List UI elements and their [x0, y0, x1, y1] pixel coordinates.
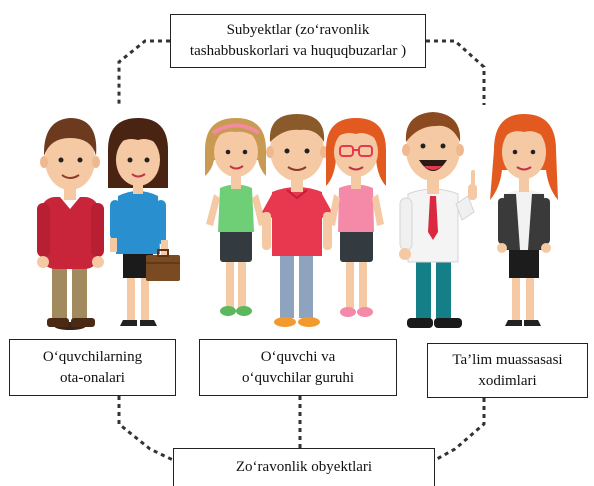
group-label-line2: ota-onalari	[60, 369, 125, 386]
group-box-staff: Ta’lim muassasasi xodimlari	[427, 343, 588, 398]
subjects-box: Subyektlar (zo‘ravonlik tashabbuskorlari…	[170, 14, 426, 68]
subjects-label-line2: tashabbuskorlari va huquqbuzarlar )	[189, 43, 407, 59]
objects-box: Zo‘ravonlik obyektlari	[173, 448, 435, 486]
connector-bottom-left	[117, 396, 174, 462]
parent-woman-figure	[108, 118, 180, 326]
dashed-connectors	[117, 39, 486, 462]
group-label-line2: o‘quvchilar guruhi	[241, 369, 355, 386]
group-label-line1: O‘quvchilarning	[42, 348, 143, 365]
group-label-line1: O‘quvchi va	[260, 348, 336, 365]
connector-top-right	[426, 39, 486, 105]
parent-man-figure	[37, 118, 104, 330]
staff-woman-figure	[490, 114, 558, 326]
student-boy-red-figure	[262, 114, 332, 327]
subjects-label-line1: Subyektlar (zo‘ravonlik	[226, 22, 370, 38]
staff-man-figure	[399, 112, 477, 328]
group-label-line1: Ta’lim muassasasi	[452, 351, 563, 368]
student-girl-pink-figure	[326, 118, 386, 317]
objects-label: Zo‘ravonlik obyektlari	[235, 459, 373, 475]
group-box-students: O‘quvchi va o‘quvchilar guruhi	[199, 339, 397, 396]
connector-bottom-right	[434, 398, 486, 462]
group-box-parents: O‘quvchilarning ota-onalari	[9, 339, 176, 396]
group-label-line2: xodimlari	[478, 372, 537, 389]
connector-top-left	[117, 39, 170, 105]
student-girl-green-figure	[205, 118, 266, 316]
